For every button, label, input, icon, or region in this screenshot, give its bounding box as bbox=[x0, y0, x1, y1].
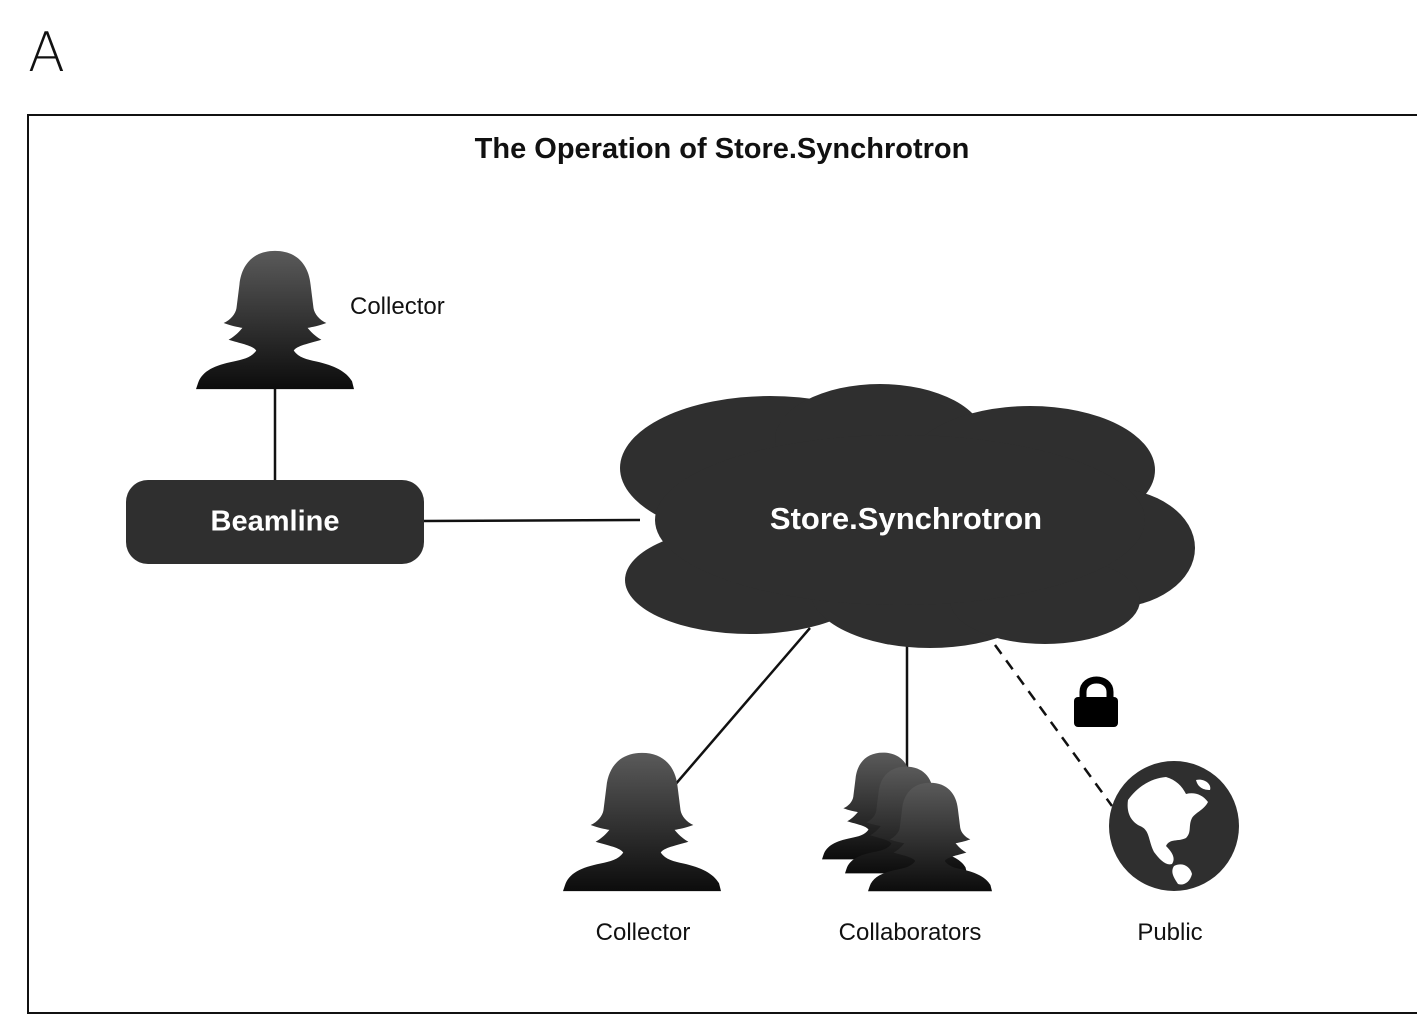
collector-top-icon bbox=[196, 250, 354, 390]
globe-icon bbox=[1109, 761, 1239, 891]
edge-cloud-public-dashed bbox=[993, 644, 1114, 807]
public-label: Public bbox=[1137, 919, 1203, 946]
edge-cloud-collector bbox=[673, 627, 811, 787]
beamline-label: Beamline bbox=[210, 505, 340, 538]
collector-bottom-icon bbox=[563, 752, 721, 892]
cloud-node bbox=[620, 384, 1195, 648]
collector-top-label: Collector bbox=[350, 293, 445, 320]
panel-label: A bbox=[28, 21, 65, 84]
diagram-title: The Operation of Store.Synchrotron bbox=[474, 133, 970, 165]
collaborators-label: Collaborators bbox=[838, 919, 982, 946]
beamline-node bbox=[126, 480, 424, 564]
collector-bottom-label: Collector bbox=[595, 919, 691, 946]
cloud-label: Store.Synchrotron bbox=[769, 501, 1043, 536]
collaborators-icon bbox=[822, 752, 992, 892]
lock-icon bbox=[1074, 676, 1118, 727]
edge-beamline-cloud bbox=[423, 518, 641, 523]
